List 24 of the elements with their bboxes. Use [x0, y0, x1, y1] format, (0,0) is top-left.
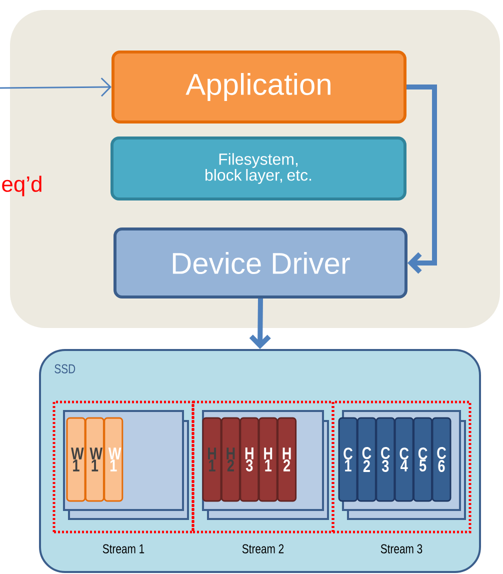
block-cell: H 2	[277, 417, 297, 502]
block-cell: C 2	[356, 417, 376, 502]
block-cell: H 1	[258, 417, 278, 502]
block-cell: W 1	[104, 417, 124, 502]
block-cell: C 6	[432, 417, 452, 502]
node-label: Stream 3	[380, 544, 422, 554]
layer-box: Filesystem, block layer, etc.	[110, 136, 406, 200]
block-cell: C 4	[394, 417, 414, 502]
block-cell: H 1	[202, 417, 222, 502]
application-box: Application	[112, 50, 406, 124]
node-label: Stream 2	[242, 544, 284, 554]
block-cell: W 1	[66, 417, 86, 502]
block-cell: W 1	[84, 417, 104, 502]
arrow	[249, 298, 271, 349]
block-cell: C 1	[338, 417, 358, 502]
driver-box: Device Driver	[114, 228, 408, 298]
node-label: Stream 1	[102, 544, 144, 554]
arrow	[406, 84, 437, 274]
block-cell: C 3	[376, 417, 396, 502]
block-cell: C 5	[413, 417, 433, 502]
note-text: eq’d	[2, 176, 42, 196]
block-cell: H 2	[220, 417, 240, 502]
arrow	[0, 78, 112, 97]
block-cell: H 3	[240, 417, 260, 502]
